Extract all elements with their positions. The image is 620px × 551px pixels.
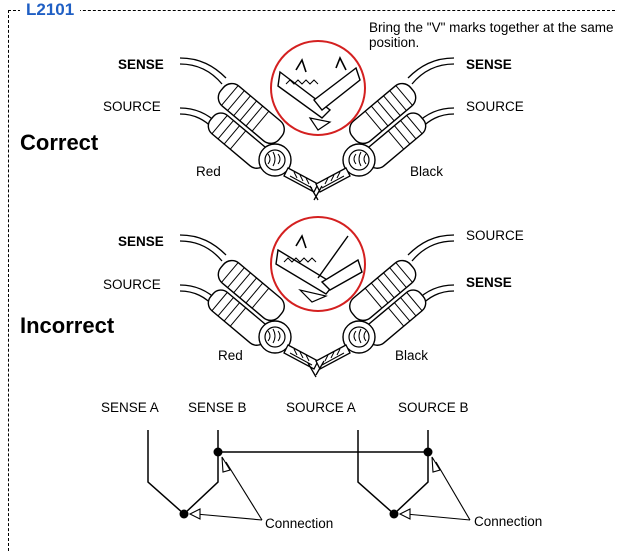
connection-arrows xyxy=(188,456,471,521)
incorrect-jaw-tip xyxy=(307,360,325,378)
junction-dot-source-b xyxy=(423,447,433,457)
incorrect-left-source-label: SOURCE xyxy=(103,277,161,292)
sense-b-label: SENSE B xyxy=(188,400,247,415)
connection-label-left: Connection xyxy=(265,516,334,531)
incorrect-right-sense-label: SENSE xyxy=(466,275,512,290)
correct-right-source-label: SOURCE xyxy=(466,99,524,114)
correct-jaw-tip xyxy=(309,185,323,201)
incorrect-callout xyxy=(270,216,366,312)
correct-right-sense-label: SENSE xyxy=(466,57,512,72)
source-b-label: SOURCE B xyxy=(398,400,469,415)
incorrect-red-label: Red xyxy=(218,348,243,363)
dashed-frame xyxy=(8,10,615,551)
correct-left-sense-label: SENSE xyxy=(118,57,164,72)
connection-label-right: Connection xyxy=(474,514,543,529)
correct-left-source-label: SOURCE xyxy=(103,99,161,114)
sense-a-label: SENSE A xyxy=(101,400,159,415)
instruction-note: Bring the "V" marks together at the same… xyxy=(369,20,614,50)
model-label: L2101 xyxy=(20,0,81,20)
incorrect-right-source-label: SOURCE xyxy=(466,228,524,243)
wiring-schematic xyxy=(147,430,429,516)
junction-dot-sense-b xyxy=(213,447,223,457)
correct-red-label: Red xyxy=(196,164,221,179)
junction-dot-sense-ab xyxy=(179,509,189,519)
correct-callout xyxy=(270,40,366,136)
source-a-label: SOURCE A xyxy=(286,400,356,415)
incorrect-title: Incorrect xyxy=(20,313,115,338)
correct-black-label: Black xyxy=(410,164,444,179)
incorrect-left-sense-label: SENSE xyxy=(118,234,164,249)
incorrect-black-label: Black xyxy=(395,348,429,363)
junction-dot-source-ab xyxy=(389,509,399,519)
correct-title: Correct xyxy=(20,130,99,155)
